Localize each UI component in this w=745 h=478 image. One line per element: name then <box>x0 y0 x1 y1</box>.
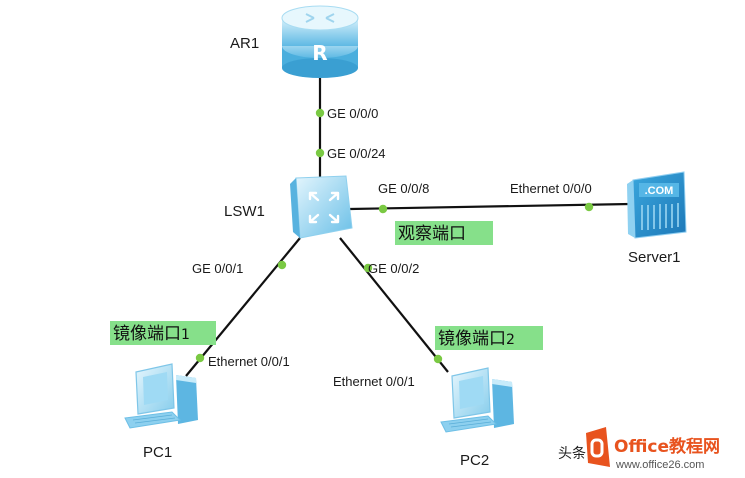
annotation-mirror-port-1: 镜像端口1 <box>110 321 216 345</box>
watermark-prefix: 头条 <box>558 445 586 462</box>
server-server1[interactable]: .COM Server1 <box>627 171 687 266</box>
port-dots <box>195 108 594 364</box>
server-badge: .COM <box>645 185 674 197</box>
port-label-pc2-eth001: Ethernet 0/0/1 <box>333 374 415 389</box>
port-dot-pc2-eth001 <box>433 354 443 364</box>
port-label-pc1-eth001: Ethernet 0/0/1 <box>208 354 290 369</box>
port-dot-lsw1-ge0024 <box>315 148 325 158</box>
svg-text:R: R <box>312 41 327 65</box>
pc-pc2[interactable]: PC2 <box>440 367 514 469</box>
port-label-lsw1-ge008: GE 0/0/8 <box>378 181 429 196</box>
link-lsw1-pc2 <box>339 237 449 373</box>
port-label-lsw1-ge0024: GE 0/0/24 <box>327 146 386 161</box>
watermark-brand: Office教程网 <box>614 436 720 457</box>
observe-port-text: 观察端口 <box>398 224 466 244</box>
pc1-label: PC1 <box>143 444 172 461</box>
port-labels: GE 0/0/0 GE 0/0/24 GE 0/0/8 Ethernet 0/0… <box>192 106 592 389</box>
port-dot-lsw1-ge002 <box>363 263 373 273</box>
watermark-url: www.office26.com <box>615 459 704 471</box>
router-icon: R <box>281 5 359 78</box>
port-label-lsw1-ge001: GE 0/0/1 <box>192 261 243 276</box>
pc-icon <box>440 367 514 433</box>
link-lsw1-server1 <box>349 202 631 211</box>
port-label-lsw1-ge002: GE 0/0/2 <box>368 261 419 276</box>
server-icon: .COM <box>627 171 687 239</box>
port-dot-lsw1-ge008 <box>378 204 388 214</box>
pc-pc1[interactable]: PC1 <box>124 363 198 461</box>
mirror-port2-text: 镜像端口2 <box>438 329 515 349</box>
pc-icon <box>124 363 198 429</box>
port-dot-pc1-eth001 <box>195 353 205 363</box>
port-label-server-eth000: Ethernet 0/0/0 <box>510 181 592 196</box>
annotation-mirror-port-2: 镜像端口2 <box>435 326 543 350</box>
watermark: 头条 Office教程网 www.office26.com <box>558 427 720 471</box>
annotation-observe-port: 观察端口 <box>395 221 493 245</box>
port-dot-ar1-ge000 <box>315 108 325 118</box>
pc2-label: PC2 <box>460 452 489 469</box>
router-ar1[interactable]: R AR1 <box>230 5 359 78</box>
switch-icon <box>290 175 353 239</box>
router-label: AR1 <box>230 35 259 52</box>
server-label: Server1 <box>628 249 681 266</box>
port-dot-server-eth000 <box>584 202 594 212</box>
port-label-ar1-ge000: GE 0/0/0 <box>327 106 378 121</box>
office-logo-icon <box>586 427 610 467</box>
mirror-port1-text: 镜像端口1 <box>113 324 190 344</box>
port-dot-lsw1-ge001 <box>277 260 287 270</box>
switch-label: LSW1 <box>224 203 265 220</box>
switch-lsw1[interactable]: LSW1 <box>224 175 353 239</box>
